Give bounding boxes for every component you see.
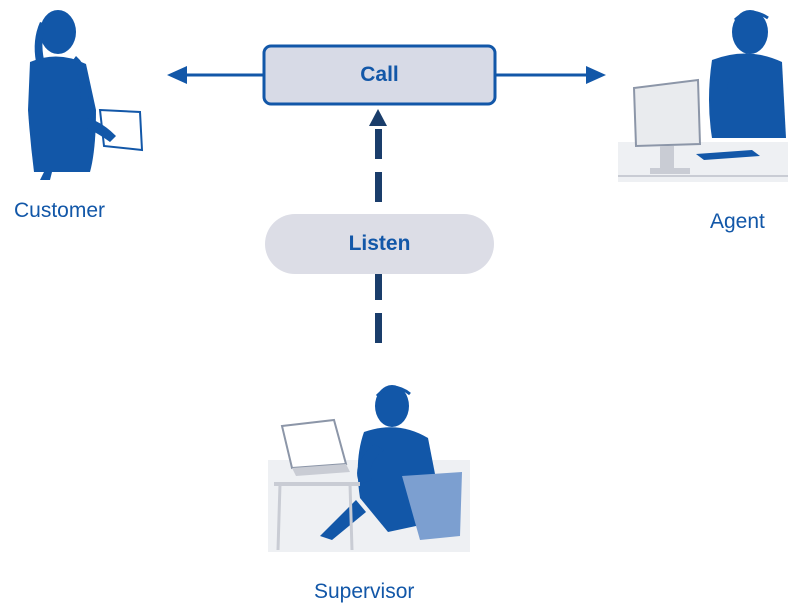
- arrowhead-right: [586, 66, 606, 84]
- customer-label: Customer: [14, 199, 106, 222]
- arrowhead-up: [369, 109, 387, 126]
- agent-label: Agent: [710, 210, 765, 233]
- agent-figure-icon: [618, 10, 788, 182]
- supervisor-figure-icon: [268, 385, 470, 552]
- call-label: Call: [360, 63, 399, 86]
- call-connection-arrows: [167, 66, 606, 84]
- listen-pill: [265, 214, 494, 274]
- listen-label: Listen: [348, 232, 411, 255]
- supervisor-label: Supervisor: [314, 580, 415, 603]
- customer-figure-icon: [28, 10, 144, 180]
- arrowhead-left: [167, 66, 187, 84]
- listen-dashed-line: [369, 109, 387, 343]
- call-box: [262, 44, 497, 106]
